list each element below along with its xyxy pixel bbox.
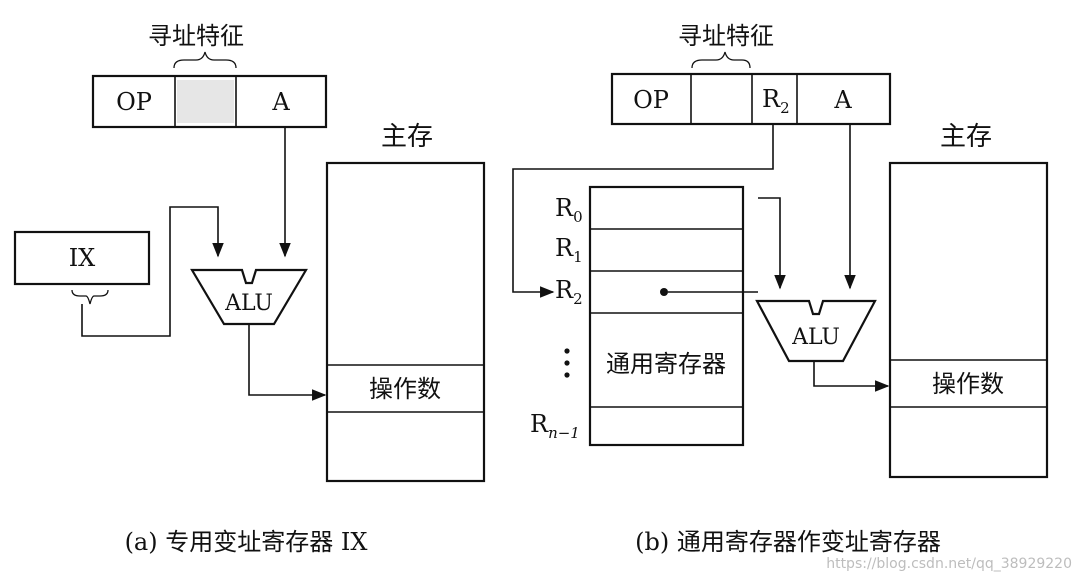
memory-box-b (888, 161, 1049, 479)
instruction-box-b (610, 72, 892, 126)
register-rn1-label: Rn−1 (530, 410, 580, 442)
register-ellipsis (564, 348, 570, 378)
memory-a: 主存 操作数 (325, 122, 486, 483)
arrow-alu-to-memory-a (248, 325, 327, 401)
addressing-field-hatch-a (177, 80, 234, 123)
op-field-b: OP (633, 86, 669, 114)
memory-title-a: 主存 (381, 122, 433, 152)
memory-box-a (325, 161, 486, 483)
general-registers: 通用寄存器 R0 R1 R2 Rn−1 (530, 185, 745, 447)
alu-shape-a (190, 268, 308, 326)
caption-a: (a) 专用变址寄存器 IX (125, 528, 368, 556)
arrow-r2-field-to-r2 (512, 125, 774, 298)
arrow-ix-to-alu (81, 206, 224, 337)
r2-field-b: R2 (762, 85, 790, 117)
op-field-a: OP (116, 88, 152, 116)
alu-b: ALU (755, 299, 877, 363)
operand-cell-b: 操作数 (932, 370, 1004, 398)
memory-title-b: 主存 (940, 122, 992, 152)
alu-label-a: ALU (224, 291, 273, 316)
diagram-a: 寻址特征 OP A IX ALU 主存 操作数 (13, 22, 486, 556)
register-r1-label: R1 (555, 234, 583, 266)
register-r2-label: R2 (555, 276, 583, 308)
register-file-box (588, 185, 745, 447)
caption-b: (b) 通用寄存器作变址寄存器 (635, 528, 941, 556)
ix-register-box (13, 230, 151, 286)
r2-content-dot (660, 288, 668, 296)
instruction-a: OP A (91, 74, 328, 129)
brace-a (173, 51, 237, 69)
a-field-a: A (271, 88, 290, 116)
instruction-b: OP R2 A (610, 72, 892, 126)
memory-b: 主存 操作数 (888, 122, 1049, 479)
operand-cell-a: 操作数 (369, 375, 441, 403)
arrow-r2-to-alu (758, 197, 786, 290)
brace-b (691, 51, 751, 69)
alu-shape-b (755, 299, 877, 363)
addressing-feature-label-a: 寻址特征 (148, 22, 244, 50)
alu-label-b: ALU (791, 325, 840, 350)
ix-register: IX (13, 230, 151, 305)
alu-a: ALU (190, 268, 308, 326)
arrow-alu-to-memory-b (813, 362, 890, 392)
register-r0-label: R0 (555, 194, 583, 226)
addressing-feature-label-b: 寻址特征 (678, 22, 774, 50)
ix-label: IX (69, 244, 96, 272)
gpr-label: 通用寄存器 (606, 350, 726, 378)
diagram-b: 寻址特征 OP R2 A 通用寄存器 R0 R1 R2 (512, 22, 1049, 556)
a-field-b: A (833, 86, 852, 114)
watermark: https://blog.csdn.net/qq_38929220 (826, 556, 1072, 572)
